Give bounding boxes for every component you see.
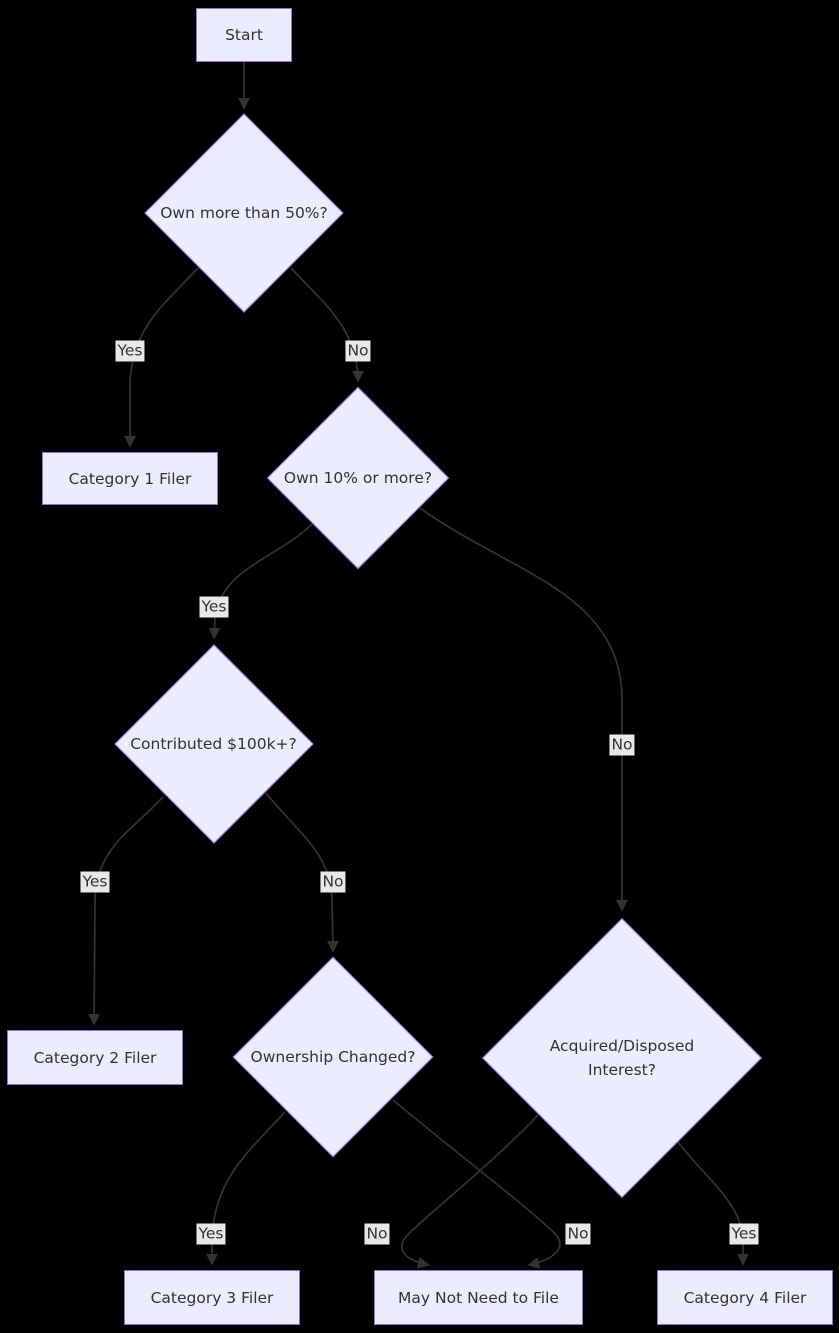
edge-own10-no-to-acquired	[419, 507, 628, 912]
edge-contrib-no-to-ownership	[265, 792, 339, 953]
edge-label-contrib-yes: Yes	[80, 871, 110, 893]
decision-own-more-than-50-label: Own more than 50%?	[160, 204, 328, 222]
node-category-2-filer: Category 2 Filer	[7, 1030, 183, 1085]
edge-label-acquired-yes: Yes	[729, 1223, 759, 1245]
edge-label-ownership-yes: Yes	[196, 1223, 226, 1245]
node-may-not-need-to-file-label: May Not Need to File	[398, 1288, 559, 1307]
node-category-1-filer: Category 1 Filer	[42, 452, 218, 505]
node-category-1-filer-label: Category 1 Filer	[68, 469, 192, 488]
edge-own50-yes-to-cat1	[124, 267, 199, 448]
edge-label-acquired-no: No	[364, 1223, 390, 1245]
node-category-4-filer-label: Category 4 Filer	[683, 1288, 807, 1307]
decision-own-10-or-more: Own 10% or more?	[266, 386, 450, 570]
edge-label-own10-yes: Yes	[199, 596, 229, 618]
edge-contrib-yes-to-cat2	[88, 796, 164, 1026]
node-start-label: Start	[225, 26, 263, 44]
node-start: Start	[196, 8, 292, 62]
edge-label-own10-no: No	[609, 734, 635, 756]
edge-label-own50-no: No	[345, 340, 371, 362]
decision-own-10-or-more-label: Own 10% or more?	[283, 469, 433, 487]
node-category-2-filer-label: Category 2 Filer	[33, 1048, 157, 1067]
node-may-not-need-to-file: May Not Need to File	[374, 1270, 583, 1325]
edge-acquired-no-to-maynot	[400, 1114, 539, 1269]
node-category-3-filer-label: Category 3 Filer	[150, 1288, 274, 1307]
edge-own50-no-to-own10	[290, 267, 364, 383]
decision-acquired-disposed-interest: Acquired/Disposed Interest?	[481, 917, 763, 1198]
decision-contributed-100k: Contributed $100k+?	[113, 644, 314, 844]
node-category-4-filer: Category 4 Filer	[657, 1270, 833, 1325]
decision-ownership-changed: Ownership Changed?	[232, 956, 434, 1158]
edge-label-ownership-no: No	[565, 1223, 591, 1245]
decision-contributed-100k-label: Contributed $100k+?	[130, 735, 297, 753]
decision-ownership-changed-label: Ownership Changed?	[250, 1048, 416, 1066]
edge-label-contrib-no: No	[320, 871, 346, 893]
edge-ownership-no-to-maynot	[392, 1099, 561, 1269]
node-category-3-filer: Category 3 Filer	[124, 1270, 300, 1325]
decision-own-more-than-50: Own more than 50%?	[144, 113, 344, 313]
edge-label-own50-yes: Yes	[115, 340, 145, 362]
decision-acquired-disposed-interest-label: Acquired/Disposed Interest?	[549, 1036, 695, 1079]
